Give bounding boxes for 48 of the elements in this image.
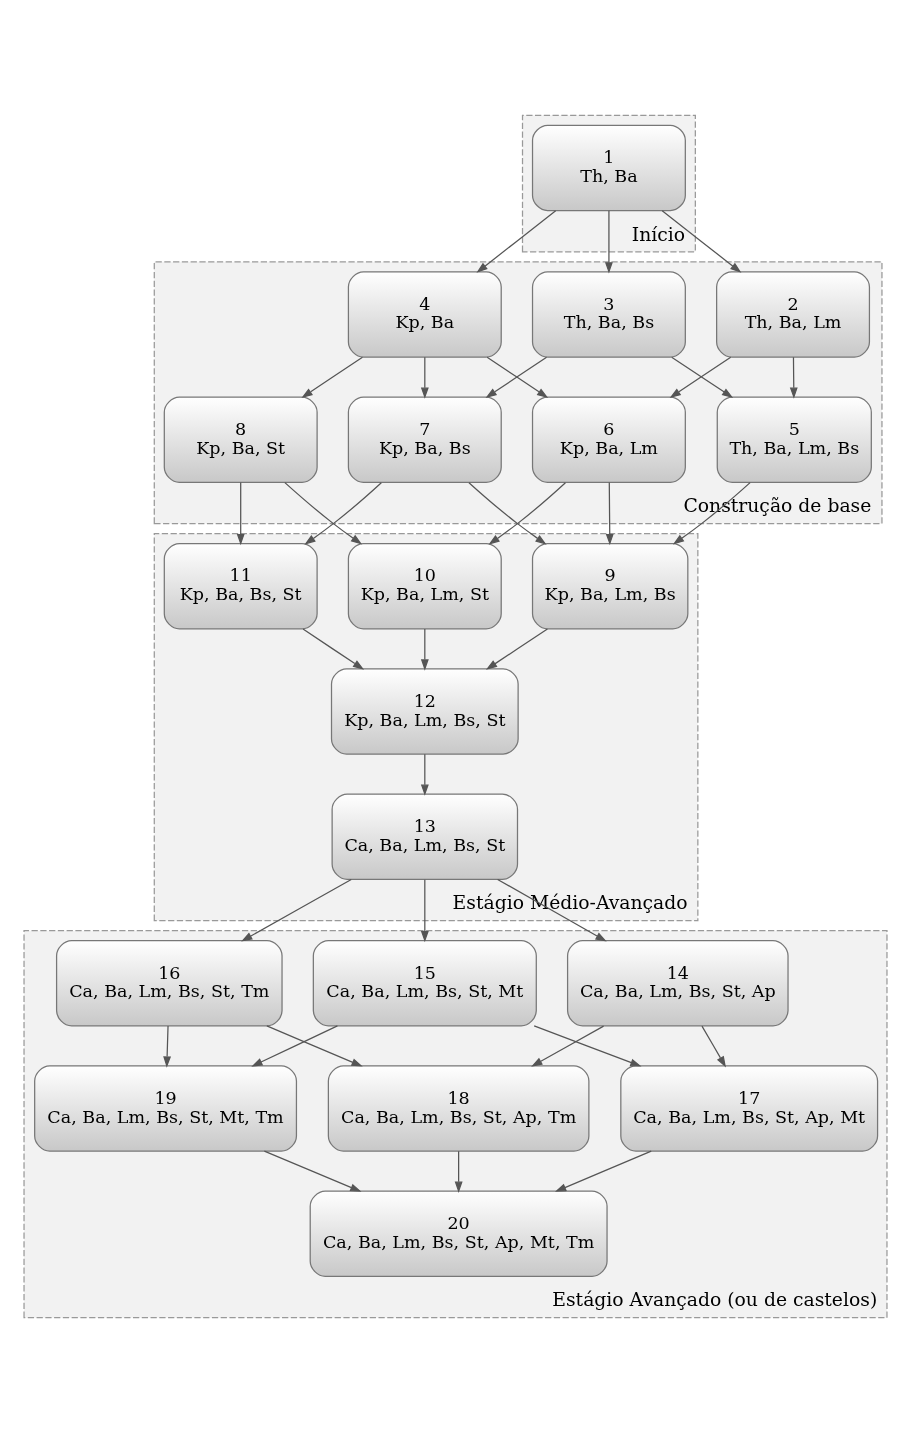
node-box: 12 Kp, Ba, Lm, Bs, St <box>330 667 519 755</box>
node-box: 10 Kp, Ba, Lm, St <box>347 542 502 629</box>
node-box: 13 Ca, Ba, Lm, Bs, St <box>331 793 518 880</box>
arrow <box>420 627 429 671</box>
node-box: 16 Ca, Ba, Lm, Bs, St, Tm <box>55 939 283 1026</box>
arrow <box>420 356 429 399</box>
arrow <box>454 1150 463 1193</box>
arrow <box>263 1150 361 1192</box>
node-box: 20 Ca, Ba, Lm, Bs, St, Ap, Mt, Tm <box>309 1190 608 1277</box>
arrow <box>661 209 741 273</box>
arrow <box>485 627 548 670</box>
arrow <box>420 753 429 796</box>
node-box: 1 Th, Ba <box>531 124 686 211</box>
node-box: 14 Ca, Ba, Lm, Bs, St, Ap <box>566 939 789 1026</box>
node-box: 19 Ca, Ba, Lm, Bs, St, Mt, Tm <box>33 1064 297 1152</box>
arrow <box>236 481 245 545</box>
arrow <box>240 878 352 942</box>
arrow <box>420 878 429 942</box>
arrow <box>700 1024 726 1067</box>
node-box: 6 Kp, Ba, Lm <box>531 396 686 483</box>
node-box: 8 Kp, Ba, St <box>163 396 318 483</box>
arrow <box>789 356 798 399</box>
arrow <box>301 627 364 670</box>
arrow <box>604 209 613 274</box>
arrow <box>533 1024 642 1067</box>
arrow <box>265 1024 363 1067</box>
node-box: 15 Ca, Ba, Lm, Bs, St, Mt <box>312 939 537 1026</box>
arrow <box>487 481 566 545</box>
node-box: 7 Kp, Ba, Bs <box>347 396 502 483</box>
arrow <box>250 1024 338 1067</box>
arrow <box>530 1024 604 1067</box>
arrow <box>467 481 547 545</box>
node-box: 11 Kp, Ba, Bs, St <box>163 542 318 629</box>
node-box: 3 Th, Ba, Bs <box>531 270 686 358</box>
arrow <box>496 878 607 942</box>
arrow <box>554 1150 652 1192</box>
arrow <box>475 209 556 273</box>
arrow <box>300 356 363 398</box>
node-box: 18 Ca, Ba, Lm, Bs, St, Ap, Tm <box>327 1064 589 1152</box>
node-box: 2 Th, Ba, Lm <box>715 270 870 358</box>
arrow <box>605 481 614 545</box>
node-box: 5 Th, Ba, Lm, Bs <box>716 396 872 483</box>
node-box: 9 Kp, Ba, Lm, Bs <box>531 542 688 629</box>
arrow <box>283 481 362 545</box>
node-box: 17 Ca, Ba, Lm, Bs, St, Ap, Mt <box>619 1064 878 1152</box>
arrow <box>162 1024 171 1068</box>
arrow <box>303 481 382 545</box>
node-box: 4 Kp, Ba <box>347 270 502 358</box>
